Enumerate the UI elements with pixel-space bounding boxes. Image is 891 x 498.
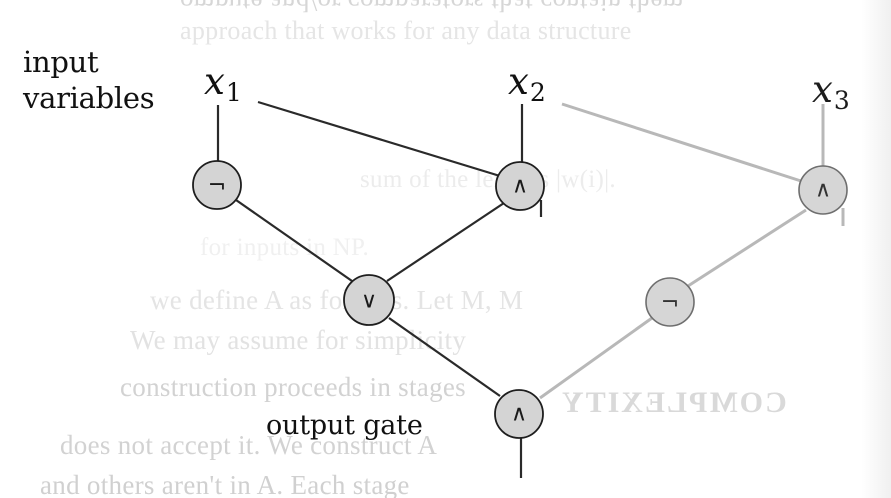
input-label-line-1: input	[23, 45, 99, 79]
gate-not-1-circle	[192, 160, 242, 210]
wire-x1-and	[257, 100, 501, 178]
variable-x1: x1	[204, 62, 242, 113]
gate-and-out: ∧	[494, 389, 544, 439]
gate-or-1-circle	[343, 274, 395, 326]
variable-x2-base: x	[508, 60, 529, 103]
gate-not-2-symbol: ¬	[661, 291, 679, 316]
gate-not-2: ¬	[645, 277, 695, 327]
gate-and-out-symbol: ∧	[511, 402, 527, 427]
page-edge-shadow	[861, 0, 891, 498]
gate-or-1-symbol: ∨	[361, 289, 377, 314]
variable-x2: x2	[508, 62, 546, 113]
gate-and-1-circle	[495, 161, 545, 211]
wire-not2-out	[539, 316, 653, 400]
output-gate-label: output gate	[266, 410, 423, 441]
input-label-line-2: variables	[23, 81, 155, 115]
gate-and-1-symbol: ∧	[512, 174, 528, 199]
wire-not-or	[235, 199, 353, 282]
variable-x2-subscript: 2	[529, 78, 546, 107]
variable-x1-base: x	[204, 60, 225, 103]
gate-not-1: ¬	[192, 160, 242, 210]
gate-not-2-circle	[645, 277, 695, 327]
wire-and-or	[386, 202, 505, 282]
wire-and2-not2	[687, 208, 807, 288]
variable-x3-base: x	[812, 68, 833, 111]
wire-x2-and2	[561, 102, 802, 183]
variable-x1-subscript: 1	[225, 78, 242, 107]
gate-and-out-circle	[494, 389, 544, 439]
variable-x3: x3	[812, 70, 850, 121]
gate-and-1: ∧	[495, 161, 545, 211]
gate-and-2-circle	[798, 165, 848, 215]
variable-x3-subscript: 3	[833, 86, 850, 115]
wire-or-out	[388, 317, 501, 397]
gate-and-2-symbol: ∧	[815, 178, 831, 203]
gate-and-2: ∧	[798, 165, 848, 215]
gate-or-1: ∨	[343, 274, 395, 326]
gate-not-1-symbol: ¬	[208, 174, 226, 199]
